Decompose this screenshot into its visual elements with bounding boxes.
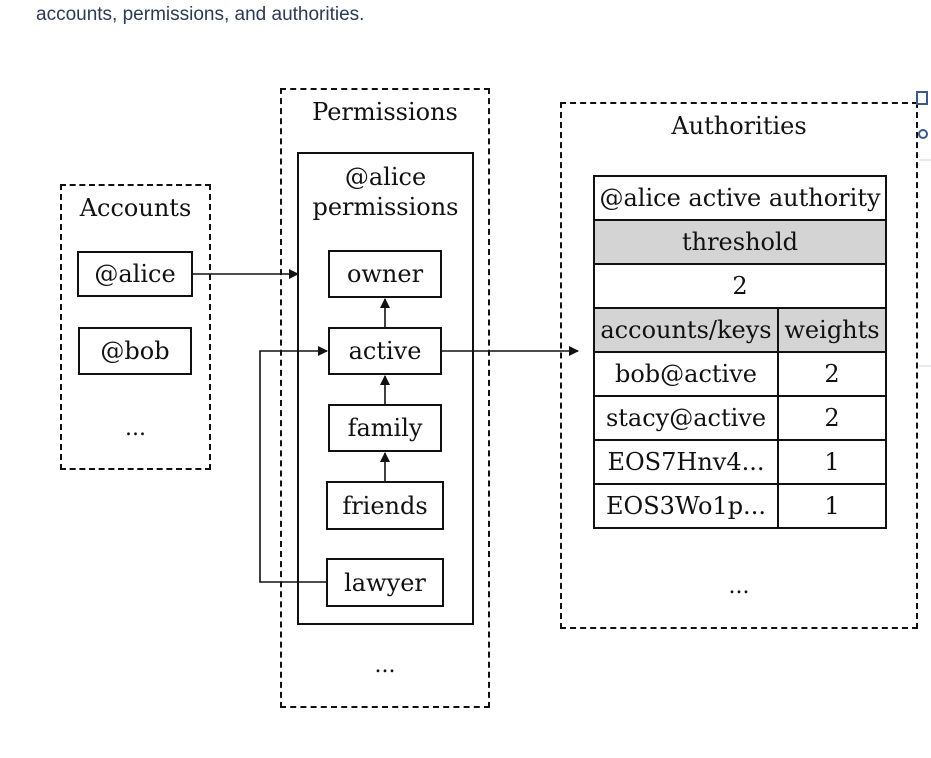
intro-text: accounts, permissions, and authorities. [36, 4, 365, 25]
authority-table: @alice active authority threshold 2 acco… [593, 175, 887, 529]
authorities-group [560, 102, 918, 629]
table-row: EOS7Hnv4... 1 [593, 439, 887, 485]
row-account: bob@active [593, 351, 779, 397]
alice-permissions-title-line2: permissions [312, 193, 459, 221]
row-account: EOS3Wo1p... [593, 483, 779, 529]
cropped-sidebar-edge [916, 91, 931, 367]
permission-lawyer[interactable]: lawyer [326, 558, 444, 607]
row-account: stacy@active [593, 395, 779, 441]
table-row: EOS3Wo1p... 1 [593, 483, 887, 529]
permissions-title: Permissions [312, 98, 458, 126]
permissions-group [280, 88, 490, 708]
row-weight: 2 [777, 395, 887, 441]
permissions-ellipsis: ... [374, 653, 396, 678]
account-bob[interactable]: @bob [78, 327, 192, 375]
row-weight: 2 [777, 351, 887, 397]
accounts-group [60, 184, 211, 470]
account-alice[interactable]: @alice [77, 251, 193, 297]
alice-permissions-title: @alice permissions [297, 165, 474, 219]
permission-family[interactable]: family [328, 404, 442, 452]
permission-friends[interactable]: friends [326, 481, 444, 530]
row-weight: 1 [777, 483, 887, 529]
accounts-title: Accounts [79, 194, 192, 222]
permission-active[interactable]: active [328, 327, 442, 375]
column-header-weights: weights [777, 307, 887, 353]
authority-table-title: @alice active authority [593, 175, 887, 221]
threshold-value: 2 [593, 263, 887, 309]
row-account: EOS7Hnv4... [593, 439, 779, 485]
arrow-lawyer-to-active [259, 346, 328, 583]
table-row: bob@active 2 [593, 351, 887, 397]
row-weight: 1 [777, 439, 887, 485]
authorities-title: Authorities [671, 112, 807, 140]
authorities-ellipsis: ... [728, 574, 750, 599]
table-row: stacy@active 2 [593, 395, 887, 441]
column-header-accounts: accounts/keys [593, 307, 779, 353]
permission-owner[interactable]: owner [328, 250, 442, 298]
alice-permissions-title-line1: @alice [344, 163, 427, 191]
accounts-ellipsis: ... [125, 416, 146, 441]
threshold-label: threshold [593, 219, 887, 265]
